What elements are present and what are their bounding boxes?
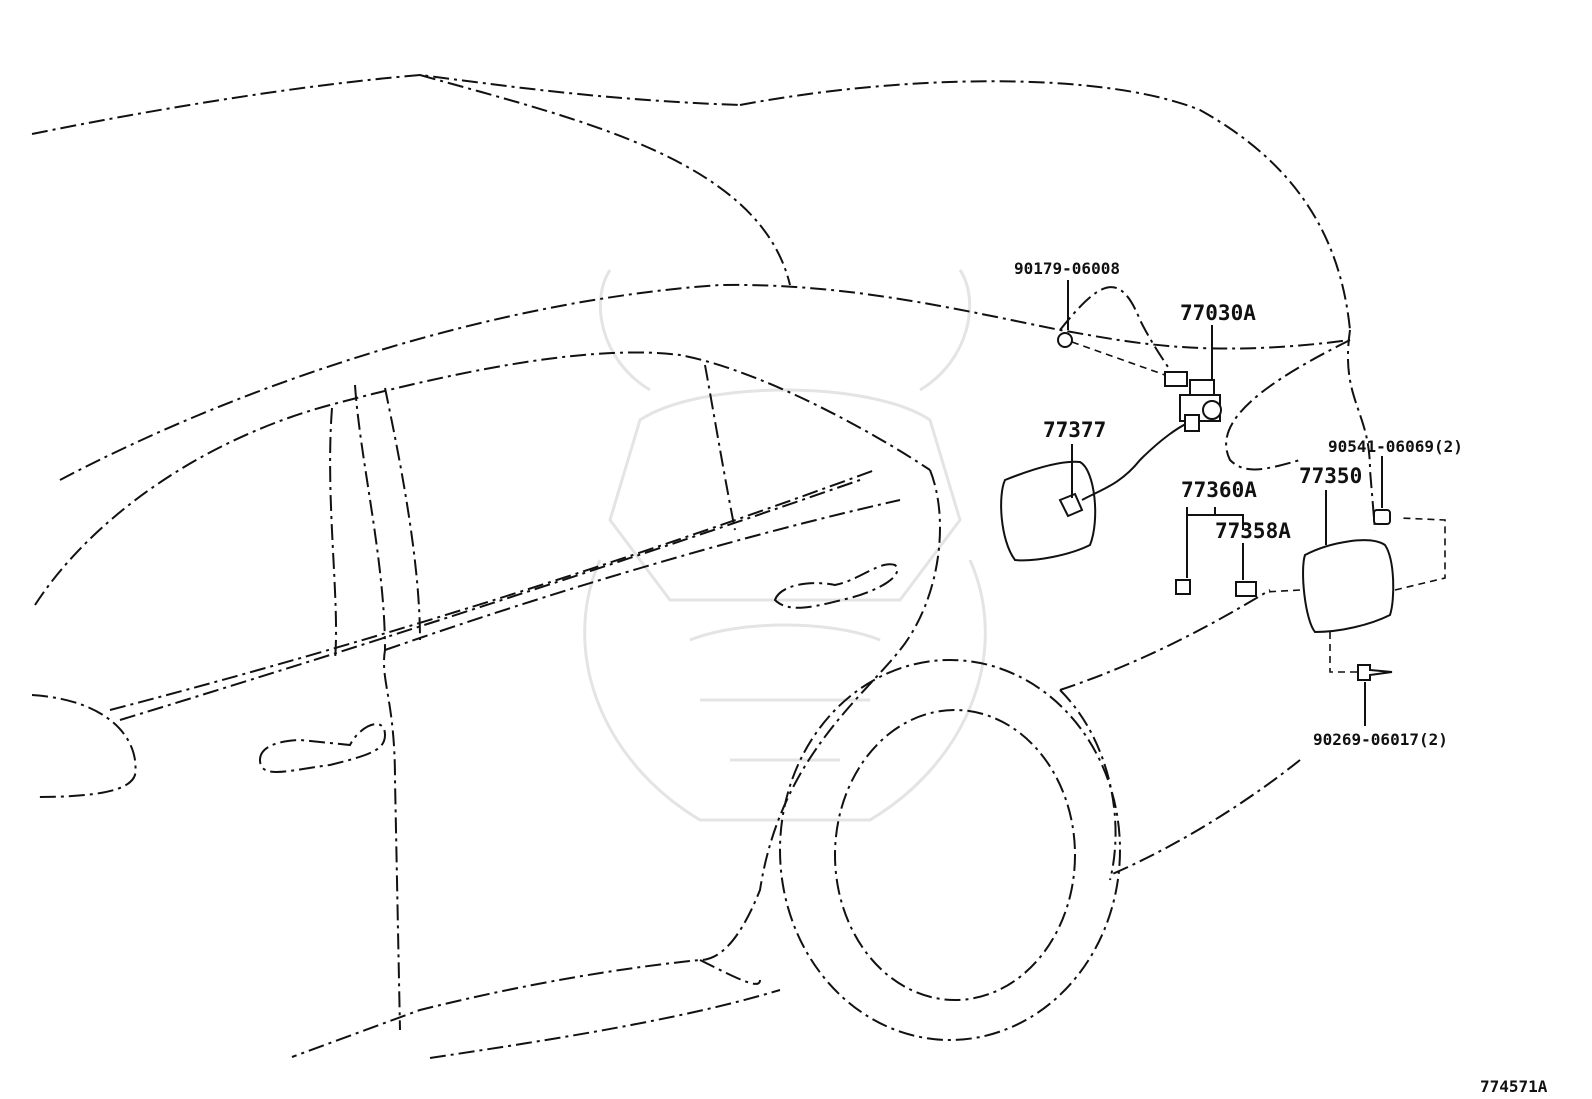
- watermark-emblem: [583, 269, 987, 822]
- rear-wheel: [779, 659, 1121, 1041]
- callout-labels: 90179-06008 77030A 77377 77360A 77358A 7…: [1014, 259, 1548, 1096]
- label-opener-housing: 77377: [1043, 418, 1106, 442]
- label-fuel-lid: 77350: [1299, 464, 1362, 488]
- leader-lines: [1067, 280, 1383, 726]
- diagram-id: 774571A: [1480, 1077, 1548, 1096]
- fasteners: [1057, 332, 1393, 681]
- lock-actuator: [1164, 371, 1222, 432]
- label-clip-set: 77360A: [1181, 478, 1257, 502]
- label-lock-actuator: 77030A: [1180, 301, 1256, 325]
- label-bolt-top: 90179-06008: [1014, 259, 1120, 278]
- fuel-lid: [1264, 517, 1446, 673]
- label-bushing: 90541-06069(2): [1328, 437, 1463, 456]
- car-body-outline: [31, 73, 1376, 1059]
- fuel-opener-housing: [1000, 419, 1196, 562]
- label-clip: 77358A: [1215, 519, 1291, 543]
- label-screw: 90269-06017(2): [1313, 730, 1448, 749]
